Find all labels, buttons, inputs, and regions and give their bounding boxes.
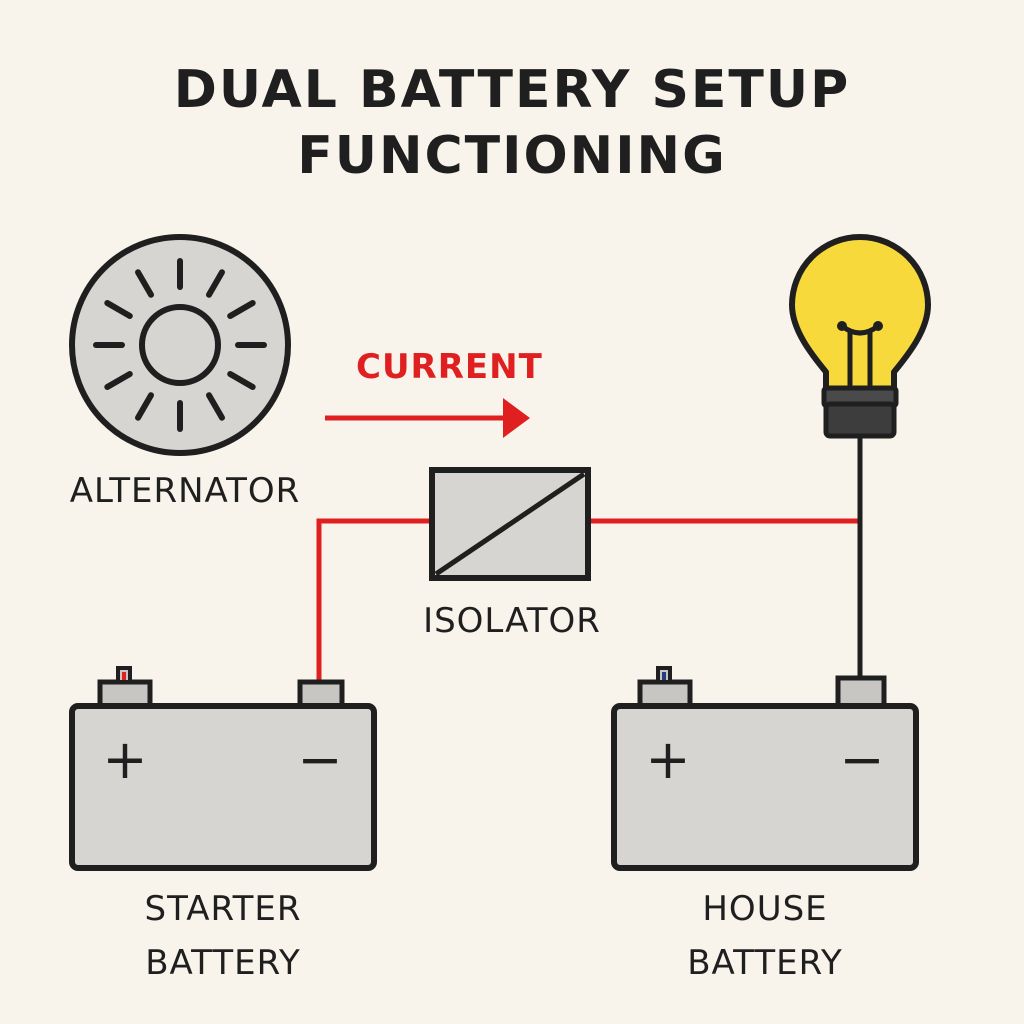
house-battery-label-line-1: HOUSE [702, 889, 828, 929]
starter-battery-label-line-2: BATTERY [145, 943, 301, 983]
starter-positive-symbol: + [102, 728, 147, 791]
starter-battery-icon [69, 666, 377, 871]
house-negative-symbol: − [839, 728, 884, 791]
alternator-tick [135, 269, 154, 298]
current-arrow [325, 398, 530, 438]
isolator-icon [429, 467, 591, 581]
alternator-label: ALTERNATOR [69, 471, 301, 511]
starter-negative-symbol: − [297, 728, 342, 791]
alternator-tick [227, 371, 256, 390]
alternator-tick [227, 300, 256, 319]
alternator-tick [206, 392, 225, 421]
isolator-label: ISOLATOR [423, 601, 601, 641]
red-wire [316, 518, 432, 682]
title-line-1: DUAL BATTERY SETUP [173, 60, 851, 120]
alternator-tick [135, 392, 154, 421]
alternator-tick [104, 371, 133, 390]
alternator-icon [69, 234, 291, 456]
starter-battery-label-line-1: STARTER [144, 889, 302, 929]
house-battery-icon [611, 666, 919, 871]
house-battery-label-line-2: BATTERY [687, 943, 843, 983]
house-positive-symbol: + [645, 728, 690, 791]
alternator-tick [104, 300, 133, 319]
light-bulb-icon [789, 234, 931, 439]
current-label: CURRENT [356, 347, 543, 387]
alternator-tick [206, 269, 225, 298]
title-line-2: FUNCTIONING [297, 126, 727, 186]
